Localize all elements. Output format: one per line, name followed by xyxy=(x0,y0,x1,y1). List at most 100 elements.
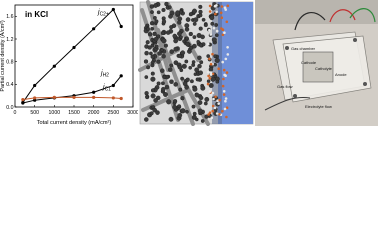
x-tick-label: 2500 xyxy=(108,110,120,116)
catalyst-particle xyxy=(161,7,166,13)
catalyst-particle xyxy=(191,63,196,67)
catalyst-particle xyxy=(150,93,156,99)
wire xyxy=(294,12,326,31)
ion-particle xyxy=(220,5,224,8)
ion-particle xyxy=(209,62,213,66)
catalyst-particle xyxy=(169,63,174,68)
chart-svg: in KCl Total current density (mA/cm²) Pa… xyxy=(0,4,139,126)
ion-particle xyxy=(206,42,210,46)
electrode-illustration-svg xyxy=(138,0,254,126)
catalyst-particle xyxy=(194,92,200,98)
catalyst-particle xyxy=(180,108,186,114)
ion-particle xyxy=(223,107,227,111)
x-tick-label: 1500 xyxy=(68,110,80,116)
ion-particle xyxy=(224,97,228,100)
catalyst-particle xyxy=(145,27,150,32)
data-point xyxy=(52,64,56,68)
ion-particle xyxy=(224,99,227,103)
ion-particle xyxy=(222,93,226,96)
ion-particle xyxy=(216,99,219,102)
catalyst-particle xyxy=(145,40,150,45)
catalyst-particle xyxy=(167,5,172,9)
ion-particle xyxy=(213,106,217,110)
catalyst-particle xyxy=(200,85,206,91)
catalyst-particle xyxy=(177,20,182,25)
ion-particle xyxy=(222,90,226,93)
y-tick-label: 0.0 xyxy=(6,105,13,111)
catalyst-particle xyxy=(173,82,178,87)
ion-particle xyxy=(221,33,225,37)
ion-particle xyxy=(208,57,211,61)
catalyst-particle xyxy=(169,49,174,54)
catalyst-particle xyxy=(179,35,183,39)
ion-particle xyxy=(215,29,219,33)
catalyst-particle xyxy=(200,34,205,40)
catalyst-particle xyxy=(206,54,211,58)
catalyst-particle xyxy=(147,45,152,50)
catalyst-particle xyxy=(181,63,187,69)
data-point xyxy=(72,95,76,99)
catalyst-particle xyxy=(154,44,159,49)
catalyst-particle xyxy=(144,51,149,56)
ion-particle xyxy=(208,4,212,8)
data-point xyxy=(21,98,25,102)
catalyst-particle xyxy=(151,105,156,110)
label-anode: Anode xyxy=(335,72,347,77)
electrolyte-region xyxy=(218,2,253,124)
electrolyzer-photo-svg: Gas chamber Cathode Catholyte Anode Gas … xyxy=(255,0,378,126)
catalyst-particle xyxy=(193,72,198,76)
catalyst-particle xyxy=(191,104,196,109)
x-tick-label: 3000 xyxy=(127,110,138,116)
ion-particle xyxy=(214,12,217,16)
catalyst-particle xyxy=(195,77,200,82)
catalyst-particle xyxy=(203,22,208,28)
chart-annotation: in KCl xyxy=(25,10,48,19)
x-tick-label: 1000 xyxy=(49,110,61,116)
catalyst-particle xyxy=(185,77,190,82)
catalyst-particle xyxy=(144,117,149,122)
catalyst-particle xyxy=(198,70,203,76)
catalyst-particle xyxy=(208,83,214,88)
catalyst-particle xyxy=(149,21,155,26)
catalyst-particle xyxy=(185,110,189,114)
catalyst-particle xyxy=(197,108,203,114)
catalyst-particle xyxy=(173,38,179,44)
ion-particle xyxy=(215,112,219,115)
ion-particle xyxy=(214,95,217,99)
ion-particle xyxy=(208,28,211,32)
ion-particle xyxy=(208,76,212,80)
photo-top-shadow xyxy=(255,0,378,24)
series-label-c1: jC1 xyxy=(102,84,111,93)
catalyst-particle xyxy=(150,76,156,82)
ion-particle xyxy=(222,68,226,72)
data-point xyxy=(111,96,115,100)
catalyst-particle xyxy=(173,46,179,52)
ion-particle xyxy=(206,82,210,86)
catalyst-particle xyxy=(184,23,190,29)
catalyst-particle xyxy=(144,75,149,79)
catalyst-particle xyxy=(192,35,197,39)
series-line-jc1 xyxy=(22,96,122,101)
ion-particle xyxy=(221,60,224,64)
label-catholyte: Catholyte xyxy=(315,66,333,71)
catalyst-particle xyxy=(164,84,170,90)
catalyst-particle xyxy=(150,60,155,65)
catalyst-particle xyxy=(210,21,215,26)
data-point xyxy=(119,74,123,78)
ion-particle xyxy=(224,57,228,61)
y-tick-label: 0.8 xyxy=(6,59,13,65)
catalyst-particle xyxy=(164,1,169,7)
ion-particles xyxy=(206,4,230,119)
catalyst-particle xyxy=(172,104,177,110)
catalyst-particle xyxy=(161,81,165,86)
x-tick-label: 2000 xyxy=(88,110,100,116)
label-gas-chamber: Gas chamber xyxy=(291,46,316,51)
catalyst-particle xyxy=(184,59,189,64)
ion-particle xyxy=(208,90,212,93)
catalyst-particle xyxy=(189,79,194,84)
catalyst-particle xyxy=(161,86,166,92)
catalyst-particle xyxy=(200,119,205,123)
catalyst-particle xyxy=(177,112,183,118)
catalyst-particle xyxy=(188,66,192,70)
catalyst-particle xyxy=(162,75,167,79)
